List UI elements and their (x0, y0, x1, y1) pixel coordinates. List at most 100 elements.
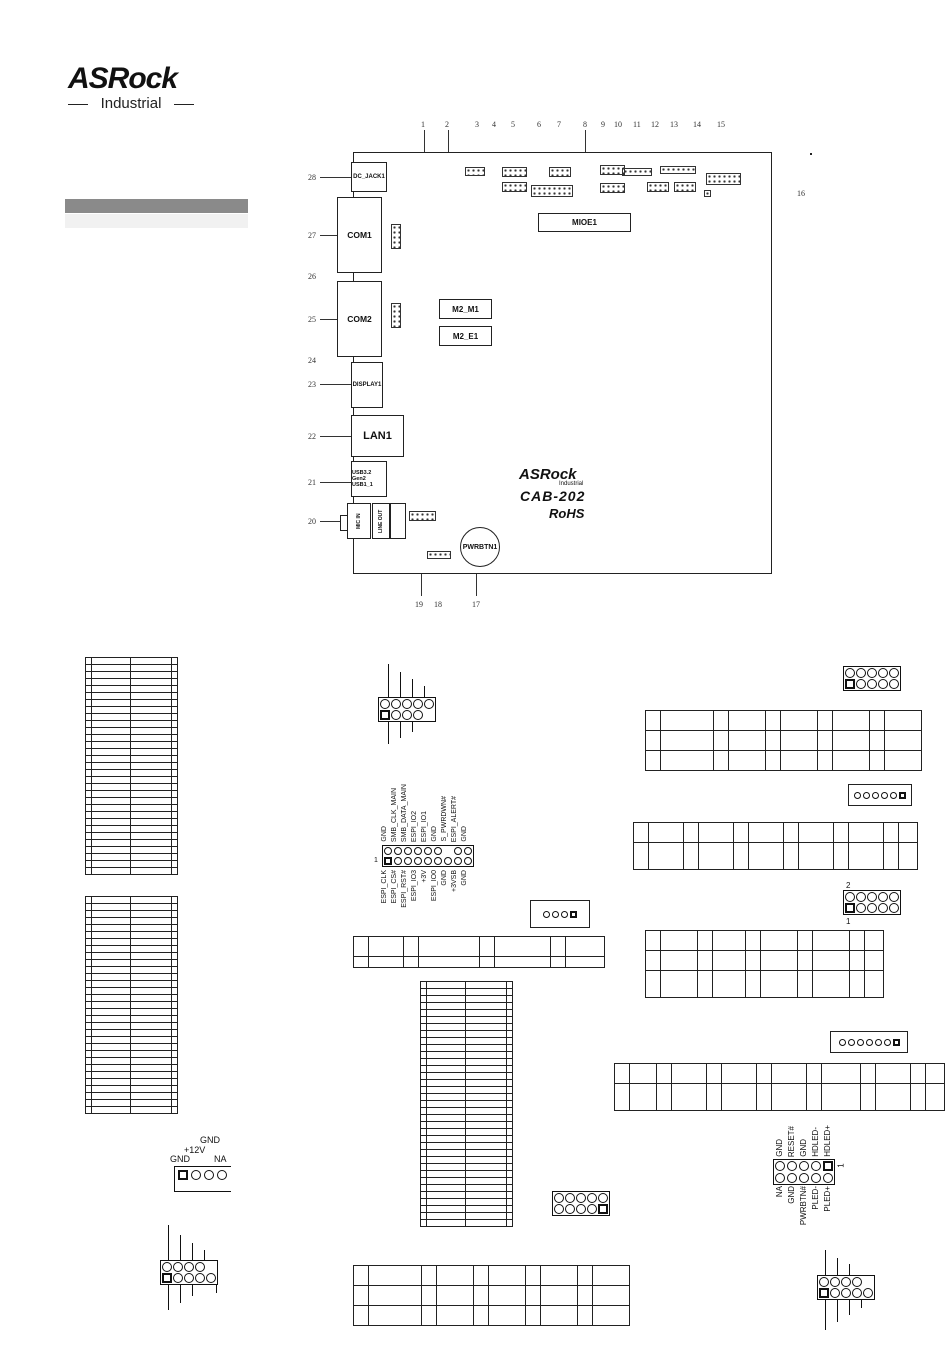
table-row (85, 755, 178, 763)
header-2x5-table-b (645, 930, 884, 998)
table-row (85, 1015, 178, 1023)
pin-label: NA (775, 1186, 784, 1198)
callout-13: 13 (670, 120, 678, 129)
com1-header-mini (391, 224, 401, 249)
table-row (85, 945, 178, 953)
callout-5: 5 (511, 120, 515, 129)
table-row (420, 1079, 513, 1087)
usb-header-mini (502, 182, 527, 192)
table-row (420, 1219, 513, 1227)
table-row (420, 1198, 513, 1206)
callout-26: 26 (308, 272, 316, 281)
leader-line (320, 482, 353, 483)
dc-jack: DC_JACK1 (351, 162, 387, 192)
wafer-4pin (530, 900, 590, 928)
table-row (85, 720, 178, 728)
table-row (420, 1156, 513, 1164)
table-row (85, 1064, 178, 1072)
table-row (85, 839, 178, 847)
table-row (420, 1163, 513, 1171)
table-row (85, 903, 178, 911)
callout-15: 15 (717, 120, 725, 129)
espi-pin1-mark: 1 (374, 857, 378, 864)
table-row (420, 1128, 513, 1136)
fan-pin-label: NA (214, 1154, 227, 1164)
table-row (85, 657, 178, 665)
asrock-industrial-wordmark: Industrial (68, 95, 194, 112)
table-row (85, 867, 178, 875)
wafer-mini (549, 167, 571, 177)
section-subheader-bar (65, 214, 248, 228)
callout-16: 16 (797, 189, 805, 198)
table-row (420, 1044, 513, 1052)
fan-pin-label: +12V (184, 1145, 206, 1155)
pin-label: HDLED+ (823, 1125, 832, 1157)
espi-pin-grid (382, 845, 474, 867)
table-row (85, 776, 178, 784)
table-row (85, 1092, 178, 1100)
table-row (85, 1057, 178, 1065)
header-2x5-diagram-b (160, 1260, 218, 1285)
pin-label: +3V (421, 870, 428, 883)
header-mini (647, 182, 669, 192)
table-row (420, 1191, 513, 1199)
board-brand-sub: Industrial (559, 481, 584, 487)
section-header-bar (65, 199, 248, 213)
wafer-7pin-table (614, 1063, 945, 1111)
pin-label: GND (461, 826, 468, 842)
pin-label: GND (461, 870, 468, 886)
header-pin2-mark: 2 (846, 881, 851, 890)
table-row (85, 896, 178, 904)
jumper-mini (704, 190, 711, 197)
table-row (85, 699, 178, 707)
fan-pin-label: GND (200, 1135, 220, 1145)
callout-27: 27 (308, 231, 316, 240)
table-row (85, 959, 178, 967)
table-row (420, 1100, 513, 1108)
wafer-mini (660, 166, 696, 174)
front-panel-mini (706, 173, 741, 185)
pin-label: ESPI_IO2 (411, 810, 418, 842)
header-2x5-diagram-a (378, 697, 436, 722)
table-row (85, 783, 178, 791)
usb-header-mini (502, 167, 527, 177)
header-2x5-right-a (843, 666, 901, 691)
table-row (420, 1121, 513, 1129)
leader-line (320, 235, 337, 236)
callout-6: 6 (537, 120, 541, 129)
m2-m-slot: M2_M1 (439, 299, 492, 319)
com2-port: COM2 (337, 281, 382, 357)
table-row (420, 1170, 513, 1178)
power-button: PWRBTN1 (460, 527, 500, 567)
leader-line (320, 521, 340, 522)
leader-line (320, 177, 353, 178)
com1-port: COM1 (337, 197, 382, 273)
pin-label: +3VSB (451, 870, 458, 892)
table-row (85, 910, 178, 918)
header-2x5-table-a (645, 710, 922, 771)
table-row (420, 988, 513, 996)
table-row (85, 917, 178, 925)
table-row (420, 1177, 513, 1185)
pin-table-3 (420, 981, 513, 1227)
callout-17: 17 (472, 600, 480, 609)
wafer-6pin-table (633, 822, 918, 870)
callout-11: 11 (633, 120, 641, 129)
front-panel-pin-grid (773, 1159, 835, 1185)
table-row (420, 1184, 513, 1192)
callout-18: 18 (434, 600, 442, 609)
table-row (85, 734, 178, 742)
table-row (85, 818, 178, 826)
audio-header-mini (409, 511, 436, 521)
table-row (420, 1205, 513, 1213)
table-row (85, 1078, 178, 1086)
table-row (85, 790, 178, 798)
table-row (420, 1142, 513, 1150)
table-row (420, 1093, 513, 1101)
mic-in-jack: MIC IN (347, 503, 371, 539)
table-row (420, 1037, 513, 1045)
header-mini (674, 182, 696, 192)
table-row (420, 1023, 513, 1031)
usb-port: USB3.2 Gen2 USB1_1 (351, 461, 387, 497)
pin-label: RESET# (787, 1125, 796, 1157)
